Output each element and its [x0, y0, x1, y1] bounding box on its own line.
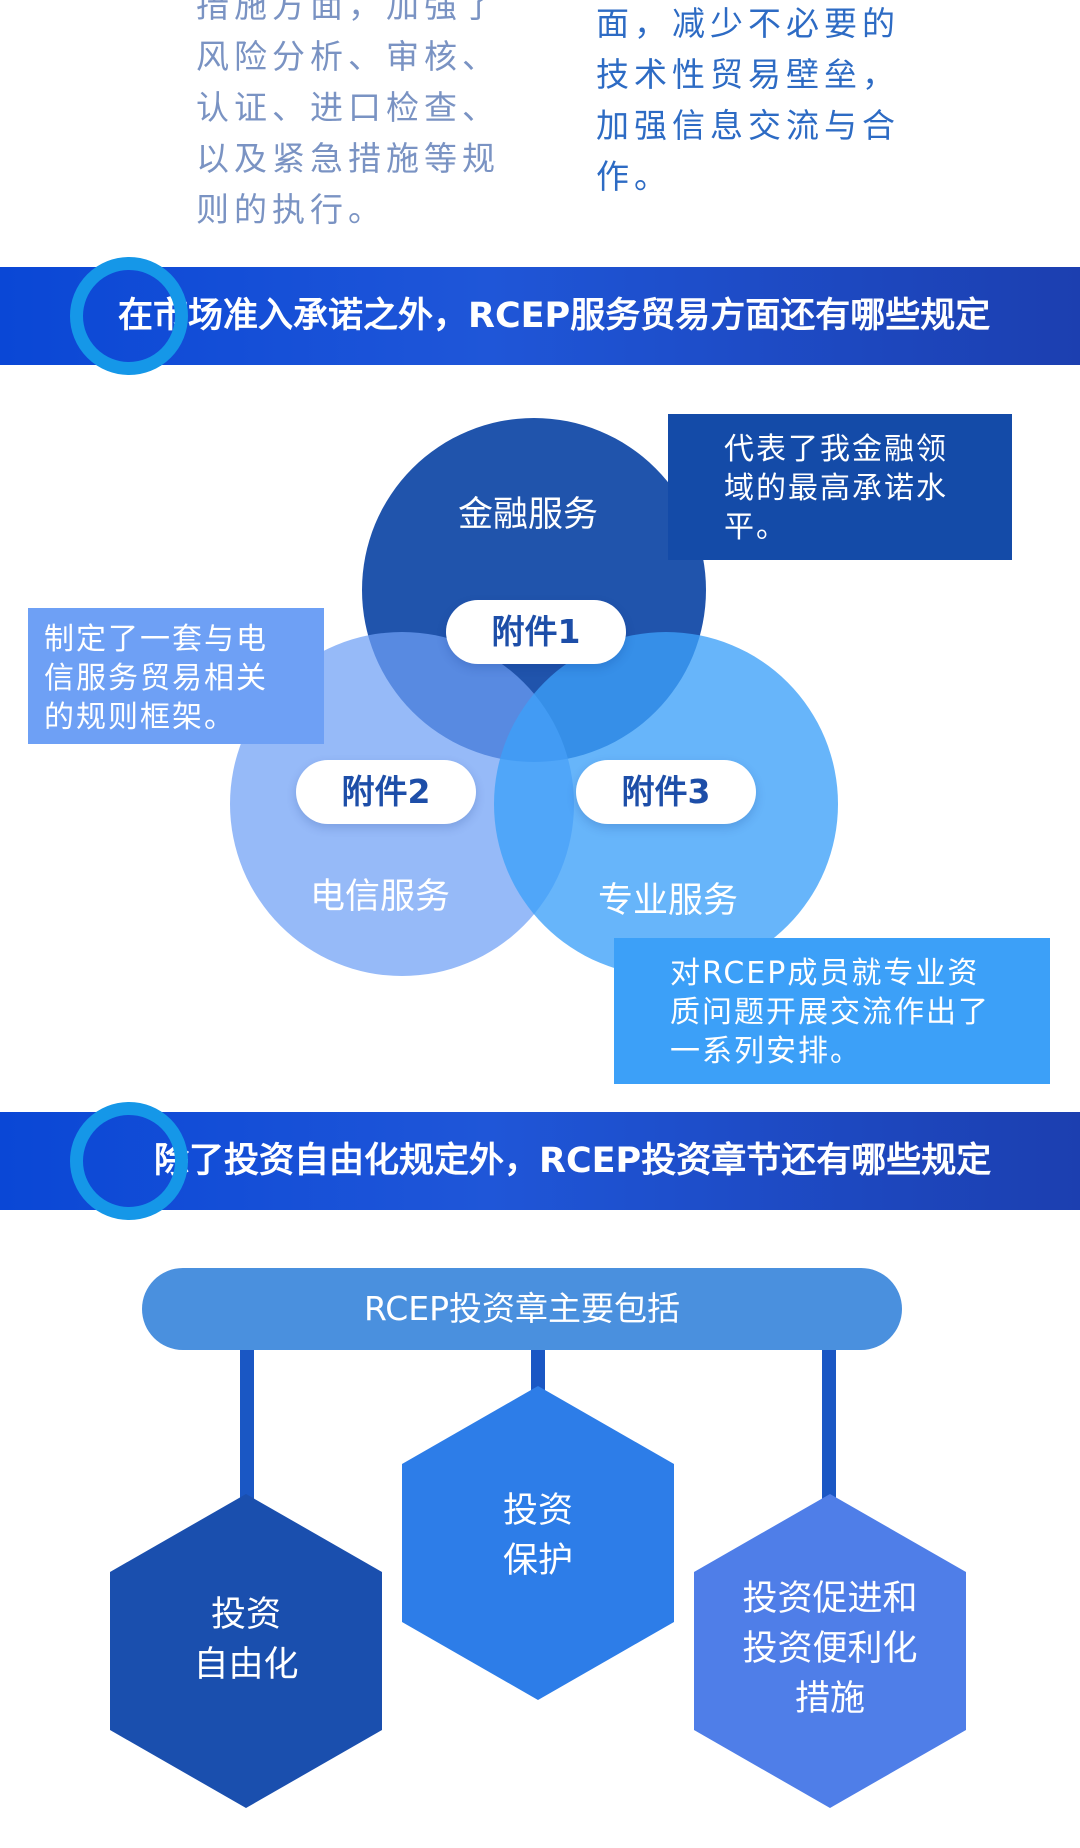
hex-3-line: 投资促进和 [742, 1579, 918, 1619]
top-left-line: 措施方面，加强了 [196, 0, 500, 25]
top-right-line: 技术性贸易壁垒， [596, 55, 900, 94]
section1-ring-icon [70, 257, 188, 375]
top-left-line: 风险分析、审核、 [196, 37, 500, 76]
connector-middle [531, 1350, 545, 1390]
telecom-note-line: 制定了一套与电 [44, 622, 268, 657]
professional-circle [494, 632, 838, 976]
top-right-line: 作。 [596, 157, 672, 196]
top-left-line: 以及紧急措施等规 [196, 139, 500, 178]
financial-label: 金融服务 [458, 495, 599, 535]
telecom-label: 电信服务 [310, 877, 451, 917]
section2-banner: 除了投资自由化规定外，RCEP投资章节还有哪些规定 [0, 1112, 1080, 1210]
telecom-note: 制定了一套与电 信服务贸易相关 的规则框架。 [28, 608, 324, 744]
financial-note-line: 域的最高承诺水 [724, 471, 948, 506]
section1-title: 在市场准入承诺之外，RCEP服务贸易方面还有哪些规定 [118, 296, 991, 336]
top-left-line: 认证、进口检查、 [196, 88, 500, 127]
professional-note-line: 一系列安排。 [670, 1034, 862, 1069]
hex-3-text: 投资促进和 投资便利化 措施 [694, 1574, 966, 1724]
hex-investment-protection [402, 1386, 674, 1700]
hex-1-line: 自由化 [193, 1645, 299, 1685]
top-right-line: 面，减少不必要的 [596, 4, 900, 43]
hex-1-text: 投资 自由化 [110, 1590, 382, 1690]
section2-ring-icon [70, 1102, 188, 1220]
top-right-text: 面，减少不必要的 技术性贸易壁垒， 加强信息交流与合 作。 [596, 0, 900, 202]
hex-3-line: 投资便利化 [742, 1629, 918, 1669]
top-left-text: 措施方面，加强了 风险分析、审核、 认证、进口检查、 以及紧急措施等规 则的执行… [196, 0, 500, 235]
financial-note-line: 平。 [724, 510, 788, 545]
hex-investment-promotion [694, 1494, 966, 1808]
hex-investment-liberalization [110, 1494, 382, 1808]
connector-left [240, 1350, 254, 1500]
financial-note: 代表了我金融领 域的最高承诺水 平。 [668, 414, 1012, 560]
section2-title: 除了投资自由化规定外，RCEP投资章节还有哪些规定 [154, 1141, 992, 1181]
hex-2-line: 投资 [502, 1491, 573, 1531]
professional-label: 专业服务 [598, 881, 739, 921]
financial-note-line: 代表了我金融领 [724, 432, 948, 467]
investment-root-pill: RCEP投资章主要包括 [142, 1268, 902, 1350]
hex-1-line: 投资 [210, 1595, 281, 1635]
professional-note-line: 质问题开展交流作出了 [670, 995, 990, 1030]
telecom-note-line: 的规则框架。 [44, 700, 236, 735]
hex-3-line: 措施 [794, 1679, 865, 1719]
annex-1-pill: 附件1 [446, 600, 626, 664]
professional-note-line: 对RCEP成员就专业资 [670, 956, 980, 991]
annex-2-pill: 附件2 [296, 760, 476, 824]
top-left-line: 则的执行。 [196, 190, 386, 229]
top-right-line: 加强信息交流与合 [596, 106, 900, 145]
professional-note: 对RCEP成员就专业资 质问题开展交流作出了 一系列安排。 [614, 938, 1050, 1084]
annex-3-pill: 附件3 [576, 760, 756, 824]
hex-2-line: 保护 [502, 1541, 573, 1581]
hex-2-text: 投资 保护 [402, 1486, 674, 1586]
connector-right [822, 1350, 836, 1500]
financial-circle [362, 418, 706, 762]
telecom-note-line: 信服务贸易相关 [44, 661, 268, 696]
